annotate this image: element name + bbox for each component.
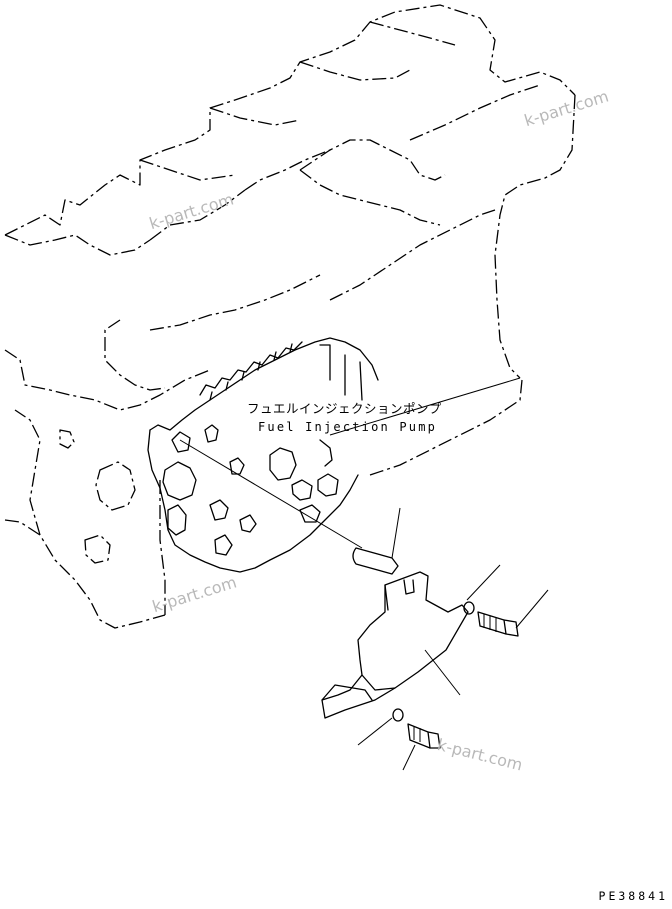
- bolt-lower: [402, 723, 441, 771]
- engine-block-outline: [4, 4, 576, 629]
- part-name-japanese: フュエルインジェクションポンプ: [247, 401, 442, 416]
- part-name-english: Fuel Injection Pump: [258, 420, 438, 434]
- drawing-code: PE38841: [598, 889, 668, 903]
- bracket-cover-part: [321, 571, 469, 719]
- engine-edge-line: [329, 377, 521, 436]
- pump-leader-line: [179, 439, 363, 549]
- pin-part: [352, 507, 401, 575]
- washer-lower: [357, 708, 404, 746]
- washer-upper: [463, 564, 501, 615]
- fuel-injection-pump: [147, 337, 379, 573]
- bolt-upper: [477, 589, 549, 637]
